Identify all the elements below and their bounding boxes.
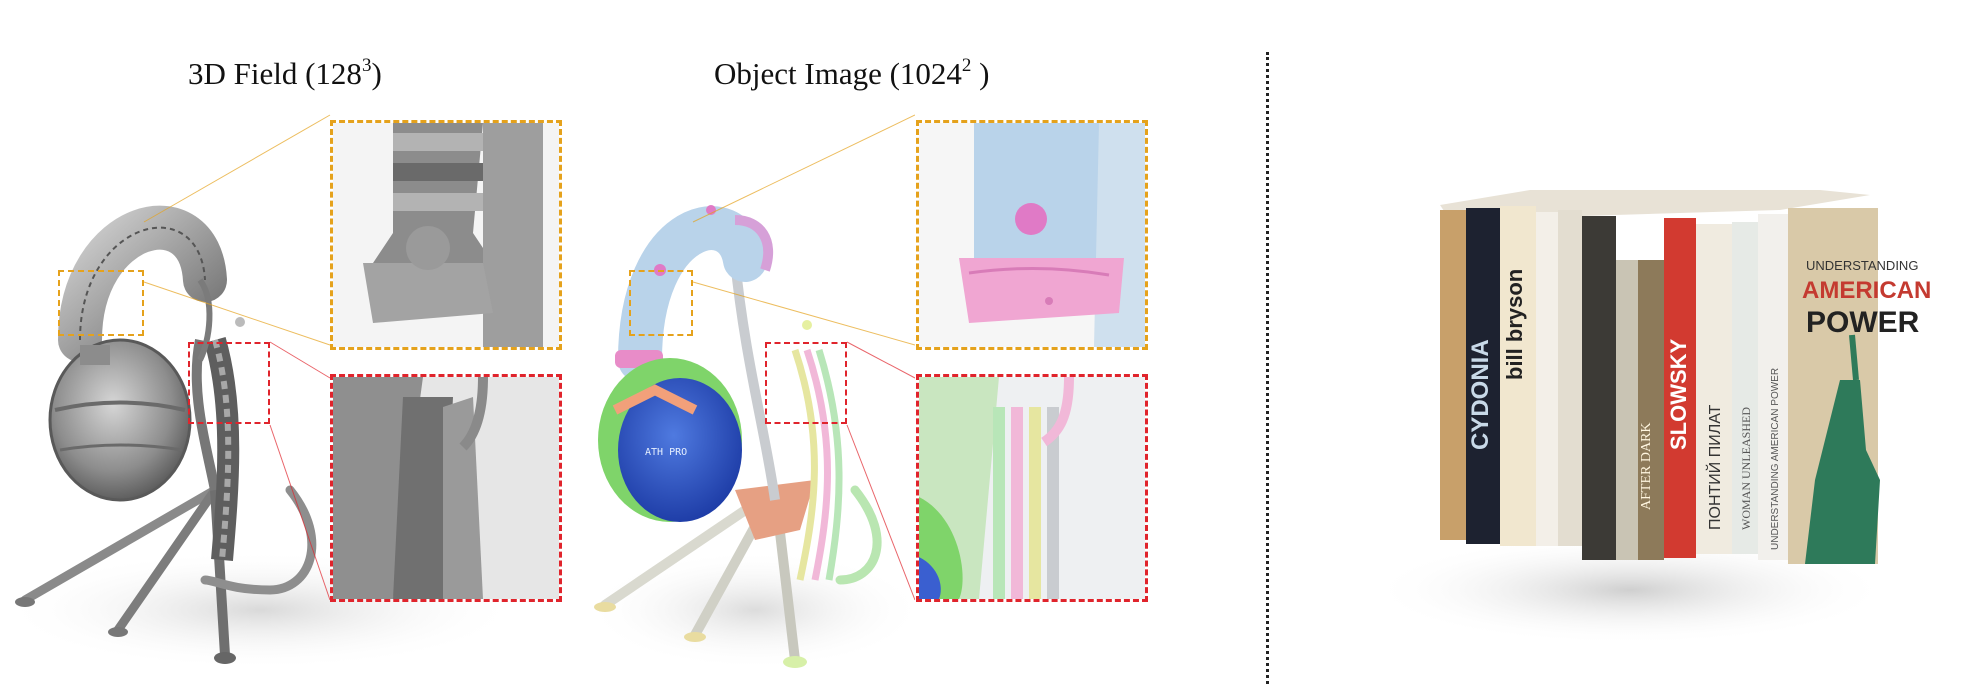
caption-object-image-exponent: 2 (961, 54, 972, 76)
cover-text-line-1: UNDERSTANDING (1806, 258, 1918, 273)
caption-3d-field-text: 3D Field (128 (188, 56, 362, 91)
spine-text-cydonia: CYDONIA (1467, 339, 1494, 450)
object-zoom-red (916, 374, 1148, 602)
object-source-red-box (765, 342, 847, 424)
books-illustration: CYDONIA bill bryson AFTER DARK SLOWSKY П… (1370, 190, 1931, 645)
object-source-orange-box (629, 270, 693, 336)
mesh-zoom-red (330, 374, 562, 602)
spine-text-woman: WOMAN UNLEASHED (1739, 407, 1753, 530)
panel-divider (1266, 52, 1269, 684)
mesh-source-red-box (188, 342, 270, 424)
object-zoom-red-illustration (919, 377, 1145, 599)
spine-text-understanding: UNDERSTANDING AMERICAN POWER (1770, 368, 1781, 550)
spine-text-after-dark: AFTER DARK (1639, 422, 1654, 510)
caption-3d-field-exponent: 3 (361, 54, 372, 76)
cover-text-line-2: AMERICAN (1802, 277, 1931, 304)
mesh-zoom-orange (330, 120, 562, 350)
caption-3d-field-close: ) (371, 56, 382, 91)
spine-text-pontiy: ПОНТИЙ ПИЛАТ (1705, 404, 1724, 530)
object-headphone-illustration: ATH PRO (585, 114, 915, 670)
mesh-zoom-orange-illustration (333, 123, 559, 347)
spine-text-bryson: bill bryson (1502, 269, 1527, 380)
caption-object-image-text: Object Image (1024 (714, 56, 962, 91)
cover-text-line-3: POWER (1806, 306, 1920, 339)
caption-3d-field: 3D Field (1283) (188, 56, 382, 92)
caption-object-image: Object Image (10242 ) (714, 56, 990, 92)
caption-object-image-close: ) (971, 56, 990, 91)
object-zoom-orange-illustration (919, 123, 1145, 347)
spine-text-slowsky: SLOWSKY (1666, 338, 1691, 450)
object-headphone-panel: ATH PRO (585, 110, 915, 684)
mesh-zoom-red-illustration (333, 377, 559, 599)
object-zoom-orange (916, 120, 1148, 350)
books-panel: CYDONIA bill bryson AFTER DARK SLOWSKY П… (1300, 150, 1980, 684)
mesh-source-orange-box (58, 270, 144, 336)
svg-text:ATH PRO: ATH PRO (645, 447, 687, 458)
